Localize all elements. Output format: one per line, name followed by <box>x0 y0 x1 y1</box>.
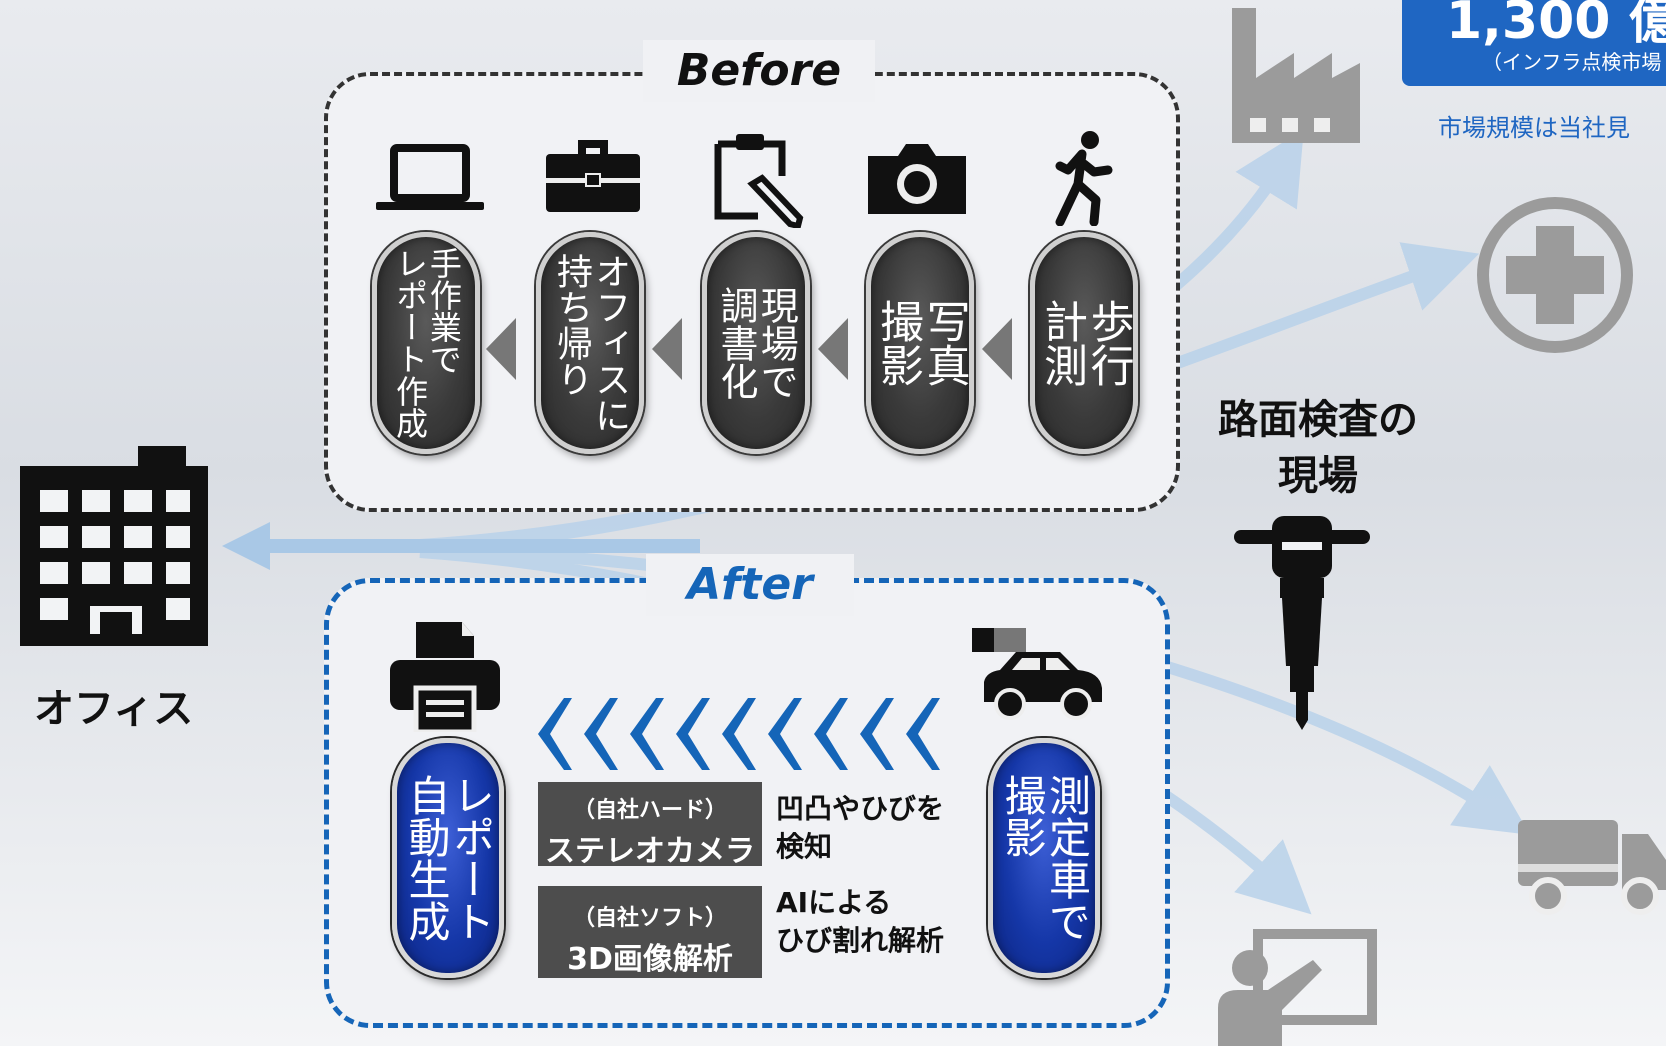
delivery-truck-icon <box>1518 820 1666 915</box>
auto-report-pill: レポート 自動生成 <box>392 738 504 978</box>
camera-icon <box>868 144 966 214</box>
step-onsite-notes-pill: 現場で 調書化 <box>702 232 810 454</box>
market-value: 1,300 億 <box>1446 0 1666 51</box>
office-building-icon <box>20 446 208 646</box>
factory-icon <box>1232 8 1360 143</box>
laptop-icon <box>376 144 484 210</box>
blue-left-arrow-icon <box>722 698 756 770</box>
clipboard-pen-icon <box>714 134 804 228</box>
after-flow-chevrons <box>538 698 940 770</box>
blue-left-arrow-icon <box>768 698 802 770</box>
market-size-box: 1,300 億 （インフラ点検市場 <box>1402 0 1666 86</box>
blue-left-arrow-icon <box>584 698 618 770</box>
image-analysis-sub: （自社ソフト） <box>572 906 727 931</box>
blue-left-arrow-icon <box>860 698 894 770</box>
briefcase-icon <box>546 140 640 212</box>
blue-left-arrow-icon <box>676 698 710 770</box>
printer-icon <box>390 622 500 732</box>
blue-left-arrow-icon <box>630 698 664 770</box>
arrow-to-office-head <box>222 522 270 570</box>
blue-left-arrow-icon <box>538 698 572 770</box>
before-title: Before <box>643 40 875 102</box>
step-walk-measure-pill: 歩行 計測 <box>1030 232 1138 454</box>
image-analysis-main: 3D画像解析 <box>567 942 733 977</box>
stereo-camera-box: （自社ハード） ステレオカメラ <box>538 782 762 869</box>
image-analysis-box: （自社ソフト） 3D画像解析 <box>538 886 762 978</box>
left-arrow-icon <box>486 318 516 380</box>
market-note: （インフラ点検市場 <box>1482 50 1662 74</box>
market-caption: 市場規模は当社見 <box>1438 114 1630 142</box>
office-label: オフィス <box>34 686 194 732</box>
site-label: 路面検査の 現場 <box>1218 397 1418 499</box>
left-arrow-icon <box>818 318 848 380</box>
stereo-camera-desc: 凹凸やひびを 検知 <box>776 792 945 863</box>
left-arrow-icon <box>982 318 1012 380</box>
image-analysis-desc: AIによる ひび割れ解析 <box>776 886 945 957</box>
hospital-cross-icon <box>1477 197 1633 353</box>
before-step-arrows <box>486 318 1012 380</box>
blue-left-arrow-icon <box>906 698 940 770</box>
stereo-camera-sub: （自社ハード） <box>572 798 727 823</box>
presentation-icon <box>1218 929 1377 1046</box>
vehicle-capture-pill: 測定車で 撮影 <box>988 738 1100 978</box>
camera-car-icon <box>972 628 1102 720</box>
jackhammer-icon <box>1234 516 1370 730</box>
left-arrow-icon <box>652 318 682 380</box>
step-bring-back-pill: オフィスに 持ち帰り <box>536 232 644 454</box>
after-title: After <box>646 554 854 616</box>
walking-person-icon <box>1055 131 1113 226</box>
step-manual-report-pill: 手作業で レポート作成 <box>372 232 480 454</box>
step-photo-pill: 写真 撮影 <box>866 232 974 454</box>
stereo-camera-main: ステレオカメラ <box>545 834 755 869</box>
blue-left-arrow-icon <box>814 698 848 770</box>
